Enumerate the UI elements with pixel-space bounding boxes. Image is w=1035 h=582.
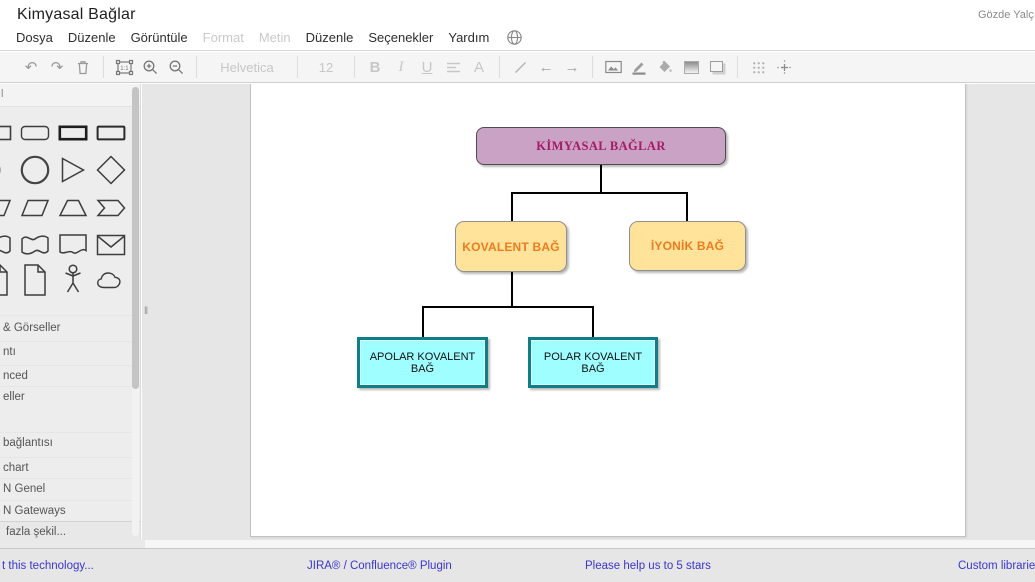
fill-color-icon[interactable]	[652, 56, 678, 78]
menu-yardim[interactable]: Yardım	[448, 30, 490, 45]
sidebar-splitter-handle[interactable]: ‖	[144, 306, 148, 317]
edge-level1-horizontal	[511, 192, 688, 194]
palette-section-label: l	[1, 88, 4, 100]
menu-dosya[interactable]: Dosya	[16, 30, 53, 45]
line-icon	[507, 56, 533, 78]
document-title: Kimyasal Bağlar	[17, 6, 136, 23]
shape-tape[interactable]	[16, 230, 54, 260]
bottom-left-corner	[0, 540, 145, 548]
shape-envelope[interactable]	[92, 230, 130, 260]
sidebar-section-bpmn-genel[interactable]: N Genel	[3, 483, 46, 495]
image-icon[interactable]	[600, 56, 626, 78]
horizontal-scrollbar[interactable]	[145, 540, 1035, 548]
menu-metin: Metin	[258, 30, 291, 45]
sidebar-section-bpmn-gateways[interactable]: N Gateways	[3, 505, 66, 517]
edge-to-polar	[592, 306, 594, 337]
edge-kimyasal-stem	[600, 165, 602, 193]
sidebar-section-baglantisi[interactable]: bağlantısı	[3, 437, 53, 449]
underline-icon: U	[421, 58, 433, 76]
sidebar-scrollbar[interactable]	[132, 86, 139, 536]
font-family-select: Helvetica	[220, 59, 274, 75]
shape-ellipse[interactable]	[0, 153, 16, 187]
node-polar-kovalent-bag[interactable]: POLAR KOVALENT BAĞ	[528, 337, 658, 388]
sidebar-scrollbar-thumb[interactable]	[132, 87, 139, 389]
line-color-icon[interactable]	[626, 56, 652, 78]
menu-duzenle-2[interactable]: Düzenle	[305, 30, 354, 45]
menu-format: Format	[202, 30, 244, 45]
shape-bold-rectangle[interactable]	[54, 121, 92, 145]
undo-icon[interactable]: ↶	[24, 58, 38, 76]
shape-document[interactable]	[54, 230, 92, 260]
edge-level2-horizontal	[422, 306, 594, 308]
redo-icon[interactable]: ↷	[50, 58, 64, 76]
shape-trapezoid[interactable]	[54, 196, 92, 220]
edge-to-apolar	[422, 306, 424, 337]
shape-document-2[interactable]	[0, 262, 16, 298]
header: Kimyasal Bağlar Gözde Yalçın Dosya Düzen…	[0, 0, 1035, 51]
toolbar: ↶ ↷ 1:1 Helvetica	[0, 52, 1035, 83]
shape-note[interactable]	[16, 262, 54, 298]
canvas-area[interactable]: ‖ KİMYASAL BAĞLAR KOVALENT BAĞ İYONİK BA…	[142, 84, 1035, 540]
bold-icon: B	[369, 58, 381, 76]
node-kovalent-bag[interactable]: KOVALENT BAĞ	[455, 221, 567, 272]
shape-palette-sidebar: l	[0, 84, 141, 540]
gradient-icon[interactable]	[683, 60, 699, 74]
link-custom-libraries[interactable]: Custom libraries	[958, 560, 1035, 572]
font-size-select: 12	[318, 59, 334, 75]
svg-text:1:1: 1:1	[120, 66, 129, 72]
shape-diamond[interactable]	[92, 153, 130, 187]
shape-wave[interactable]	[0, 230, 16, 260]
shadow-icon[interactable]	[709, 60, 723, 72]
palette-section-header[interactable]: l	[0, 84, 140, 107]
shape-triangle[interactable]	[54, 153, 92, 187]
node-iyonik-bag[interactable]: İYONİK BAĞ	[629, 221, 746, 271]
globe-icon[interactable]	[506, 29, 523, 46]
zoom-out-icon[interactable]	[163, 56, 189, 78]
menu-goruntule[interactable]: Görüntüle	[130, 30, 188, 45]
user-name: Gözde Yalçın	[978, 9, 1035, 21]
status-bar: t this technology... JIRA® / Confluence®…	[0, 548, 1035, 582]
shape-parallelogram[interactable]	[0, 196, 16, 220]
sidebar-section-baglanti[interactable]: ntı	[3, 346, 16, 358]
shape-circle[interactable]	[16, 153, 54, 187]
link-about-technology[interactable]: t this technology...	[2, 560, 94, 572]
shape-chevron[interactable]	[92, 196, 130, 220]
sidebar-section-sekiller[interactable]: eller	[3, 391, 25, 403]
shape-rectangle[interactable]	[0, 121, 16, 145]
italic-icon: I	[398, 58, 404, 75]
node-apolar-kovalent-bag[interactable]: APOLAR KOVALENT BAĞ	[357, 337, 488, 388]
node-kimyasal-baglar[interactable]: KİMYASAL BAĞLAR	[476, 127, 726, 165]
link-rate-5-stars[interactable]: Please help us to 5 stars	[585, 560, 711, 572]
more-shapes-button[interactable]: fazla şekil...	[0, 521, 140, 540]
shape-rounded-rectangle[interactable]	[16, 121, 54, 145]
arrow-left-icon: ←	[538, 58, 554, 76]
zoom-in-icon[interactable]	[137, 56, 163, 78]
guides-icon[interactable]	[771, 56, 797, 78]
menu-duzenle[interactable]: Düzenle	[67, 30, 116, 45]
shape-parallelogram-2[interactable]	[16, 196, 54, 220]
menu-secenekler[interactable]: Seçenekler	[368, 30, 434, 45]
shape-actor[interactable]	[54, 262, 92, 298]
edge-kovalent-stem	[511, 272, 513, 307]
link-jira-confluence-plugin[interactable]: JIRA® / Confluence® Plugin	[307, 560, 452, 572]
drawing-page[interactable]: KİMYASAL BAĞLAR KOVALENT BAĞ İYONİK BAĞ …	[250, 84, 966, 537]
sidebar-section-flowchart[interactable]: chart	[3, 462, 29, 474]
arrow-right-icon: →	[564, 58, 580, 76]
delete-icon[interactable]	[70, 56, 96, 78]
menubar: Dosya Düzenle Görüntüle Format Metin Düz…	[16, 29, 523, 46]
align-icon	[440, 56, 466, 78]
shape-rectangle-2[interactable]	[92, 121, 130, 145]
fit-page-icon[interactable]: 1:1	[111, 56, 137, 78]
edge-to-kovalent	[511, 192, 513, 221]
edge-to-iyonik	[686, 192, 688, 221]
sidebar-section-gorseller[interactable]: & Görseller	[3, 322, 61, 334]
shape-cloud[interactable]	[92, 262, 130, 298]
font-color-icon: A	[473, 58, 484, 76]
grid-icon[interactable]	[750, 59, 766, 75]
sidebar-section-advanced[interactable]: nced	[3, 370, 28, 382]
